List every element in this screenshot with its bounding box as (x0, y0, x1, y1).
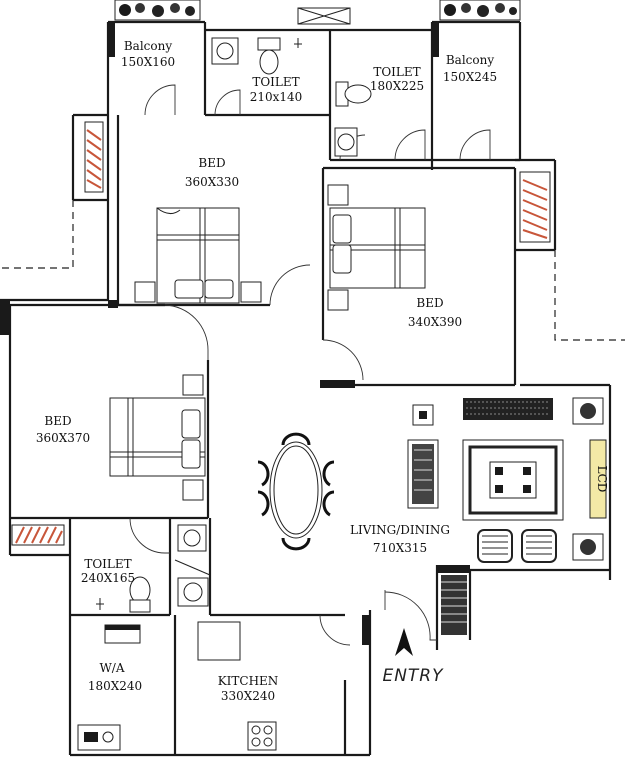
armchairs (477, 529, 557, 563)
window-hatch-bottom-left (11, 524, 65, 546)
balcony-right-size: 150X245 (443, 70, 497, 84)
wa-size: 180X240 (88, 679, 142, 693)
toilet-top-left-size: 210x140 (250, 90, 303, 104)
kitchen-name: KITCHEN (218, 674, 279, 688)
kitchen-fixtures (197, 621, 277, 751)
window-hatch-top-left (84, 121, 104, 193)
toilet-top-right-name: TOILET (373, 65, 420, 79)
toilet-top-left-name: TOILET (252, 75, 299, 89)
bed-left-furniture (109, 374, 206, 501)
doors (129, 84, 491, 646)
living-size: 710X315 (373, 541, 427, 555)
entry-label: ENTRY (382, 666, 444, 686)
toilet-bottom-size: 240X165 (81, 571, 135, 585)
dashed-edges (0, 200, 625, 341)
sofa-top (463, 398, 553, 420)
balcony-left-name: Balcony (124, 39, 172, 53)
bed-right-size: 340X390 (408, 315, 462, 329)
wa-name: W/A (99, 661, 124, 675)
wall-columns (0, 22, 470, 645)
bed-top-furniture (134, 207, 262, 304)
entry-arrow-icon (395, 628, 413, 656)
dining-set (257, 432, 335, 551)
kitchen-size: 330X240 (221, 689, 275, 703)
planter-left (114, 0, 201, 21)
room-labels: Balcony 150X160 TOILET 210x140 TOILET 18… (36, 39, 497, 703)
planter-right (439, 0, 521, 21)
bed-left-size: 360X370 (36, 431, 90, 445)
toilet-top-right-size: 180X225 (370, 79, 424, 93)
living-name: LIVING/DINING (350, 523, 450, 537)
window-hatch-right (519, 171, 551, 243)
tv-label: LCD (595, 466, 609, 493)
toilet-top-right-fixtures (334, 81, 372, 157)
toilet-top-left-fixtures (211, 37, 302, 75)
toilet-bottom-name: TOILET (84, 557, 131, 571)
wa-fixtures (77, 624, 141, 751)
bed-right-furniture (327, 184, 426, 311)
bed-top-name: BED (198, 156, 225, 170)
bed-top-size: 360X330 (185, 175, 239, 189)
ventilator (297, 7, 351, 25)
walls (0, 20, 612, 757)
sofa-left (407, 439, 439, 509)
entry-steps (441, 575, 467, 635)
bed-right-name: BED (416, 296, 443, 310)
tv-unit: LCD (589, 439, 609, 519)
bed-left-name: BED (44, 414, 71, 428)
balcony-right-name: Balcony (446, 53, 494, 67)
center-rug (462, 439, 564, 521)
side-tables (412, 397, 604, 561)
toilet-bottom-fixtures (96, 524, 211, 613)
balcony-left-size: 150X160 (121, 55, 175, 69)
